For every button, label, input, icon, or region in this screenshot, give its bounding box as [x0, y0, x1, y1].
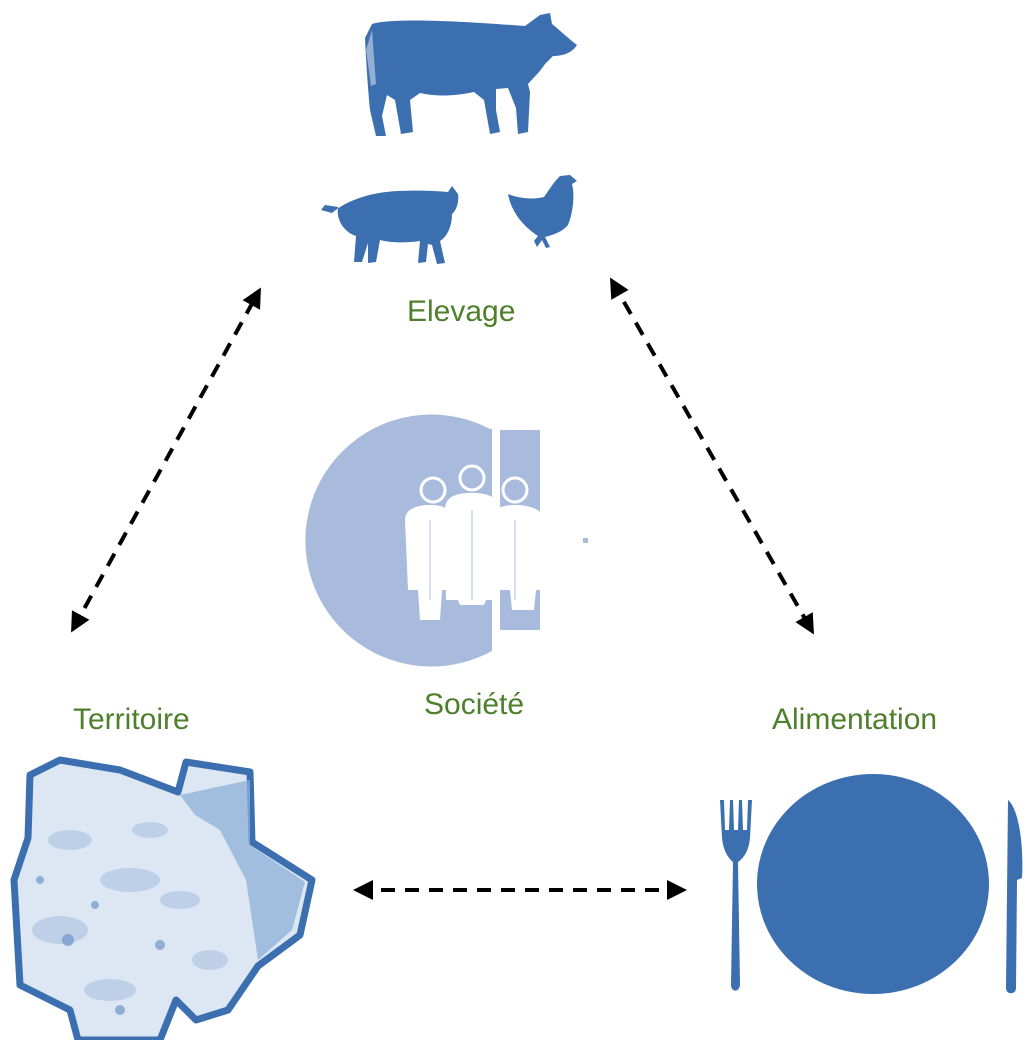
knife-icon [1006, 800, 1023, 994]
cow-icon [365, 13, 577, 136]
label-territoire: Territoire [73, 703, 190, 736]
label-societe: Société [424, 688, 525, 721]
label-alimentation: Alimentation [772, 703, 938, 736]
people-group-icon [305, 414, 590, 667]
fork-icon [720, 800, 752, 991]
arrow-elevage-alimentation [610, 277, 814, 635]
pig-icon [321, 186, 459, 264]
label-elevage: Elevage [407, 295, 516, 328]
territory-map-icon [10, 756, 316, 1040]
arrow-territoire-elevage [71, 287, 261, 633]
chicken-icon [508, 175, 577, 248]
plate-icon [757, 774, 989, 994]
